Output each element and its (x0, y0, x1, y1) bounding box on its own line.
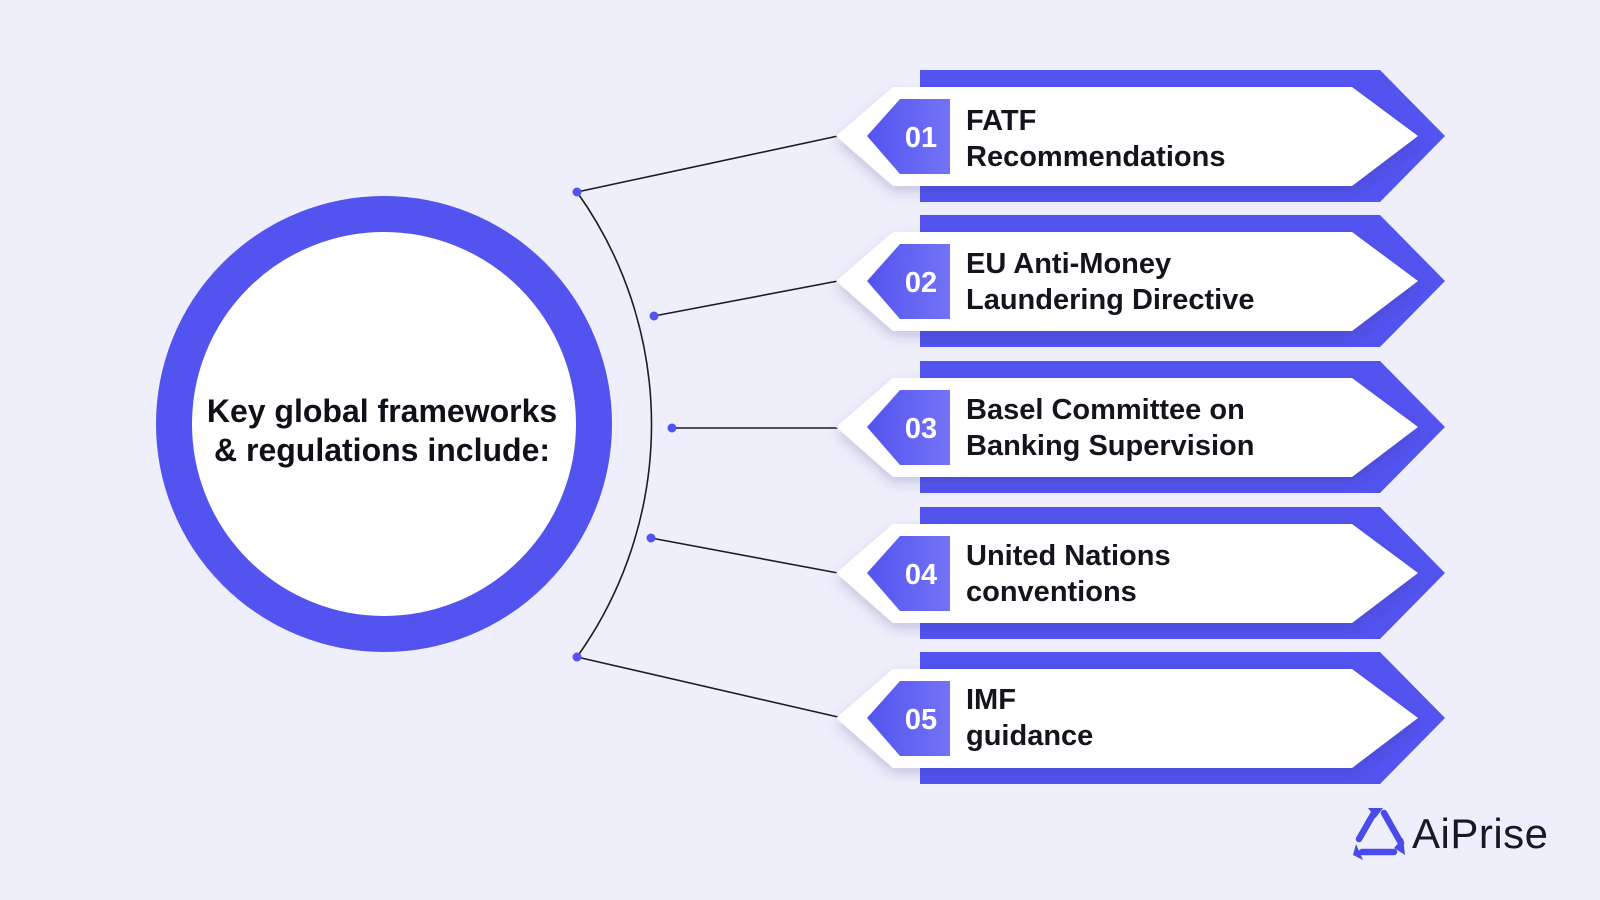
connector-line-02 (653, 280, 839, 317)
item-label-03: Basel Committee on Banking Supervision (966, 392, 1254, 464)
connector-dot (667, 423, 677, 433)
card-front-shape (836, 524, 1418, 623)
item-number-03: 03 (904, 413, 938, 445)
item-card-02 (836, 215, 1445, 347)
item-card-01 (836, 70, 1445, 202)
item-label-03-line-1: Basel Committee on (966, 394, 1245, 426)
number-tab (867, 681, 950, 756)
connector-line-01 (576, 135, 839, 193)
item-label-01-line-1: FATF (966, 105, 1037, 137)
number-tab (867, 536, 950, 611)
item-label-04-line-1: United Nations (966, 540, 1171, 572)
connector-line-04 (650, 537, 839, 574)
item-label-03-line-2: Banking Supervision (966, 430, 1255, 462)
card-front-shape (836, 378, 1418, 477)
hub-title: Key global frameworks & regulations incl… (196, 392, 568, 470)
card-front-shape (836, 232, 1418, 331)
brand-logo: AiPrise (1350, 806, 1549, 862)
item-label-02-line-1: EU Anti-Money (966, 248, 1172, 280)
item-label-05: IMF guidance (966, 682, 1093, 754)
connector-dot (572, 187, 582, 197)
connector-arc (576, 191, 653, 658)
number-tab (867, 99, 950, 174)
item-label-01-line-2: Recommendations (966, 141, 1226, 173)
item-label-05-line-1: IMF (966, 684, 1016, 716)
item-number-01: 01 (904, 122, 938, 154)
item-number-04: 04 (904, 559, 938, 591)
item-number-02: 02 (904, 267, 938, 299)
item-label-04: United Nations conventions (966, 538, 1171, 610)
number-tab (867, 390, 950, 465)
number-tab (867, 244, 950, 319)
item-card-04 (836, 507, 1445, 639)
connector-dot (572, 652, 582, 662)
card-front-shape (836, 669, 1418, 768)
item-label-01: FATF Recommendations (966, 103, 1225, 175)
triangle-arrows-logo-icon (1353, 808, 1405, 860)
brand-name: AiPrise (1412, 810, 1549, 857)
card-front-shape (836, 87, 1418, 186)
item-label-02-line-2: Laundering Directive (966, 284, 1255, 316)
item-label-02: EU Anti-Money Laundering Directive (966, 246, 1254, 318)
hub-ring (156, 196, 612, 652)
item-number-05: 05 (904, 704, 938, 736)
item-label-05-line-2: guidance (966, 720, 1094, 752)
connector-dot (649, 311, 659, 321)
item-card-05 (836, 652, 1445, 784)
hub-title-line-1: Key global frameworks (206, 393, 558, 429)
item-label-04-line-2: conventions (966, 576, 1137, 608)
item-card-03 (836, 361, 1445, 493)
connector-dot (646, 533, 656, 543)
connector-line-05 (576, 656, 839, 718)
hub-title-line-2: & regulations include: (213, 432, 551, 468)
